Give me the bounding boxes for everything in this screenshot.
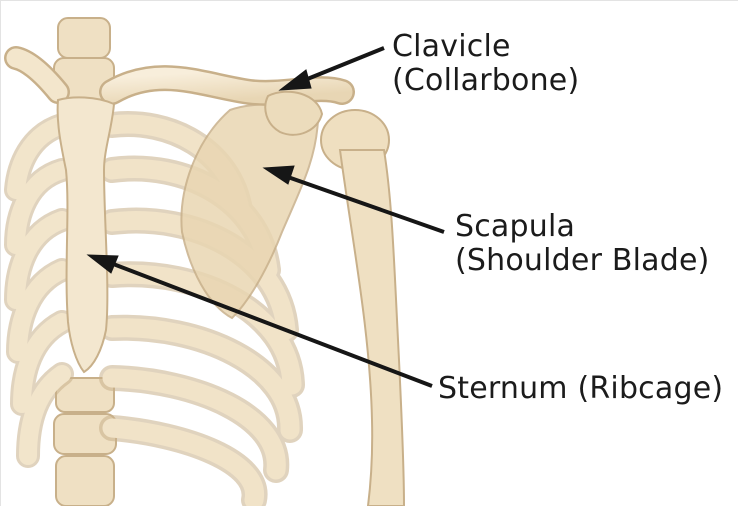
sternum-label-name: Sternum (Ribcage) <box>438 372 723 406</box>
clavicle-label-common-name: (Collarbone) <box>392 64 579 98</box>
clavicle-label-name: Clavicle <box>392 30 579 64</box>
humerus-bone <box>321 110 404 506</box>
scapula-label: Scapula (Shoulder Blade) <box>455 210 710 278</box>
scapula-label-common-name: (Shoulder Blade) <box>455 244 710 278</box>
scapula-label-name: Scapula <box>455 210 710 244</box>
clavicle-label: Clavicle (Collarbone) <box>392 30 579 98</box>
sternum-label: Sternum (Ribcage) <box>438 372 723 406</box>
